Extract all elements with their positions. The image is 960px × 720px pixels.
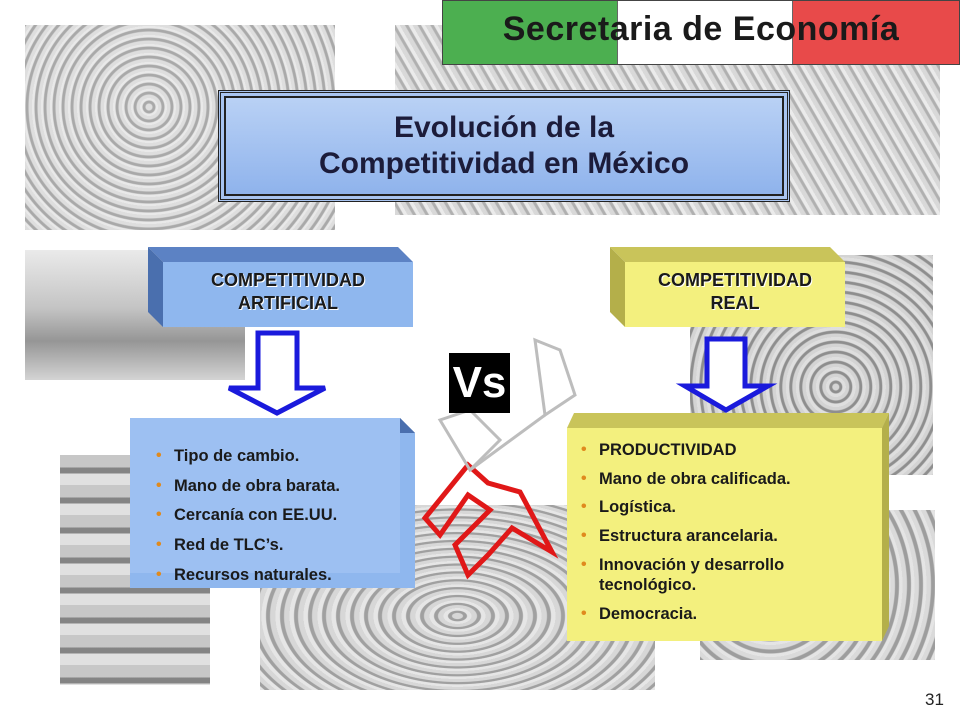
wire-frame-drawing [437,337,577,473]
list-item: Estructura arancelaria. [579,526,879,547]
flag-red-stripe [793,1,959,64]
list-item: Tipo de cambio. [154,446,340,467]
real-header-line-2: REAL [710,292,760,313]
list-item: Cercanía con EE.UU. [154,505,340,526]
artificial-factors-panel: Tipo de cambio. Mano de obra barata. Cer… [130,418,415,588]
artificial-factors-list: Tipo de cambio. Mano de obra barata. Cer… [154,446,340,594]
versus-label: Vs [449,353,510,413]
list-item: Mano de obra barata. [154,476,340,497]
slide-title-inner: Evolución de la Competitividad en México [224,96,784,196]
slide-title-line-2: Competitividad en México [318,147,690,180]
organization-title: Secretaria de Economía [502,10,900,48]
slide-title-line-1: Evolución de la [393,111,615,144]
list-item: Democracia. [579,604,879,625]
artificial-competitiveness-header: COMPETITIVIDAD ARTIFICIAL [148,247,413,327]
left-header-box [148,247,413,327]
flag-green-stripe [443,1,617,64]
flag-bar [442,0,960,65]
list-item: PRODUCTIVIDAD [579,440,879,461]
list-item: Mano de obra calificada. [579,469,879,490]
right-header-box [610,247,845,327]
list-item: Red de TLC’s. [154,535,340,556]
slide-title-box: Evolución de la Competitividad en México [218,90,790,202]
right-arrow-icon [421,461,559,580]
list-item: Innovación y desarrollo tecnológico. [579,555,879,596]
slide-number: 31 [925,690,944,709]
artificial-header-line-1: COMPETITIVIDAD [210,270,365,290]
real-competitiveness-header: COMPETITIVIDAD REAL [610,247,845,327]
flag-white-stripe [617,1,793,64]
real-factors-list: PRODUCTIVIDAD Mano de obra calificada. L… [579,440,879,632]
down-arrow-icon [227,330,327,416]
real-factors-panel: PRODUCTIVIDAD Mano de obra calificada. L… [567,413,889,641]
real-header-line-1: COMPETITIVIDAD [657,270,812,290]
list-item: Recursos naturales. [154,565,340,586]
artificial-header-line-2: ARTIFICIAL [238,292,338,313]
list-item: Logística. [579,497,879,518]
down-arrow-icon [675,336,778,413]
